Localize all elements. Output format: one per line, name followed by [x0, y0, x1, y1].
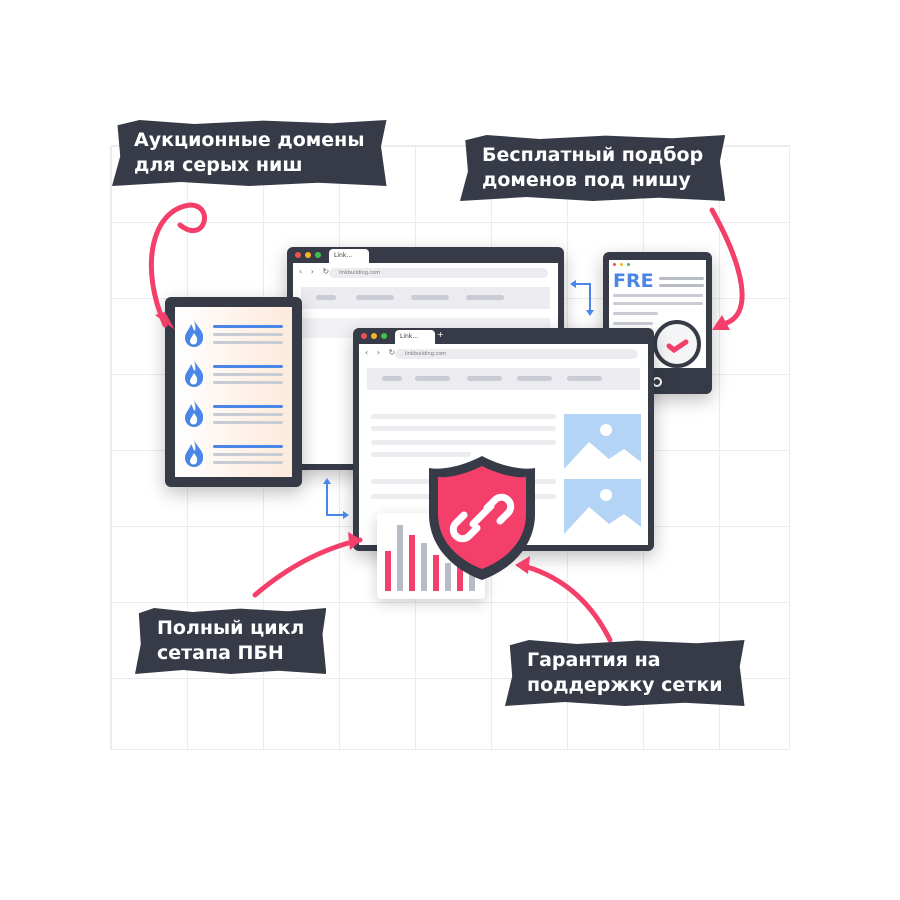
tab-title: Link... — [400, 333, 419, 340]
pink-arrow-free — [709, 207, 745, 328]
domains-tablet — [165, 297, 302, 487]
image-placeholder-icon — [564, 479, 641, 534]
window-controls — [295, 252, 321, 258]
shield-link-icon — [429, 456, 535, 580]
address-bar[interactable]: linkbuilding.com — [329, 268, 548, 278]
image-placeholder-icon — [564, 414, 641, 469]
bar-chart-icon — [385, 525, 475, 591]
browser-tab[interactable]: Link... — [395, 330, 435, 344]
flame-icon — [185, 440, 204, 467]
tab-title: Link... — [334, 252, 353, 259]
flame-icon — [185, 400, 204, 427]
browser-tab[interactable]: Link... — [329, 249, 369, 263]
pink-arrow-cycle — [252, 537, 363, 598]
nav-buttons[interactable]: ‹ › ↻ — [299, 267, 333, 276]
url-text: linkbuilding.com — [339, 270, 381, 276]
pink-arrow-guarantee — [517, 562, 613, 643]
page-header — [367, 368, 640, 390]
nav-buttons[interactable]: ‹ › ↻ — [365, 348, 399, 357]
url-text: linkbuilding.com — [405, 351, 447, 357]
flame-icon — [185, 320, 204, 347]
free-text: FRE — [613, 270, 654, 292]
blue-arrows — [326, 283, 591, 516]
flame-icon — [185, 360, 204, 387]
address-bar[interactable]: linkbuilding.com — [395, 349, 638, 359]
check-icon — [653, 320, 701, 368]
new-tab-button[interactable]: + — [437, 330, 444, 339]
page-header — [301, 287, 550, 309]
pink-arrow-auction — [148, 202, 207, 328]
